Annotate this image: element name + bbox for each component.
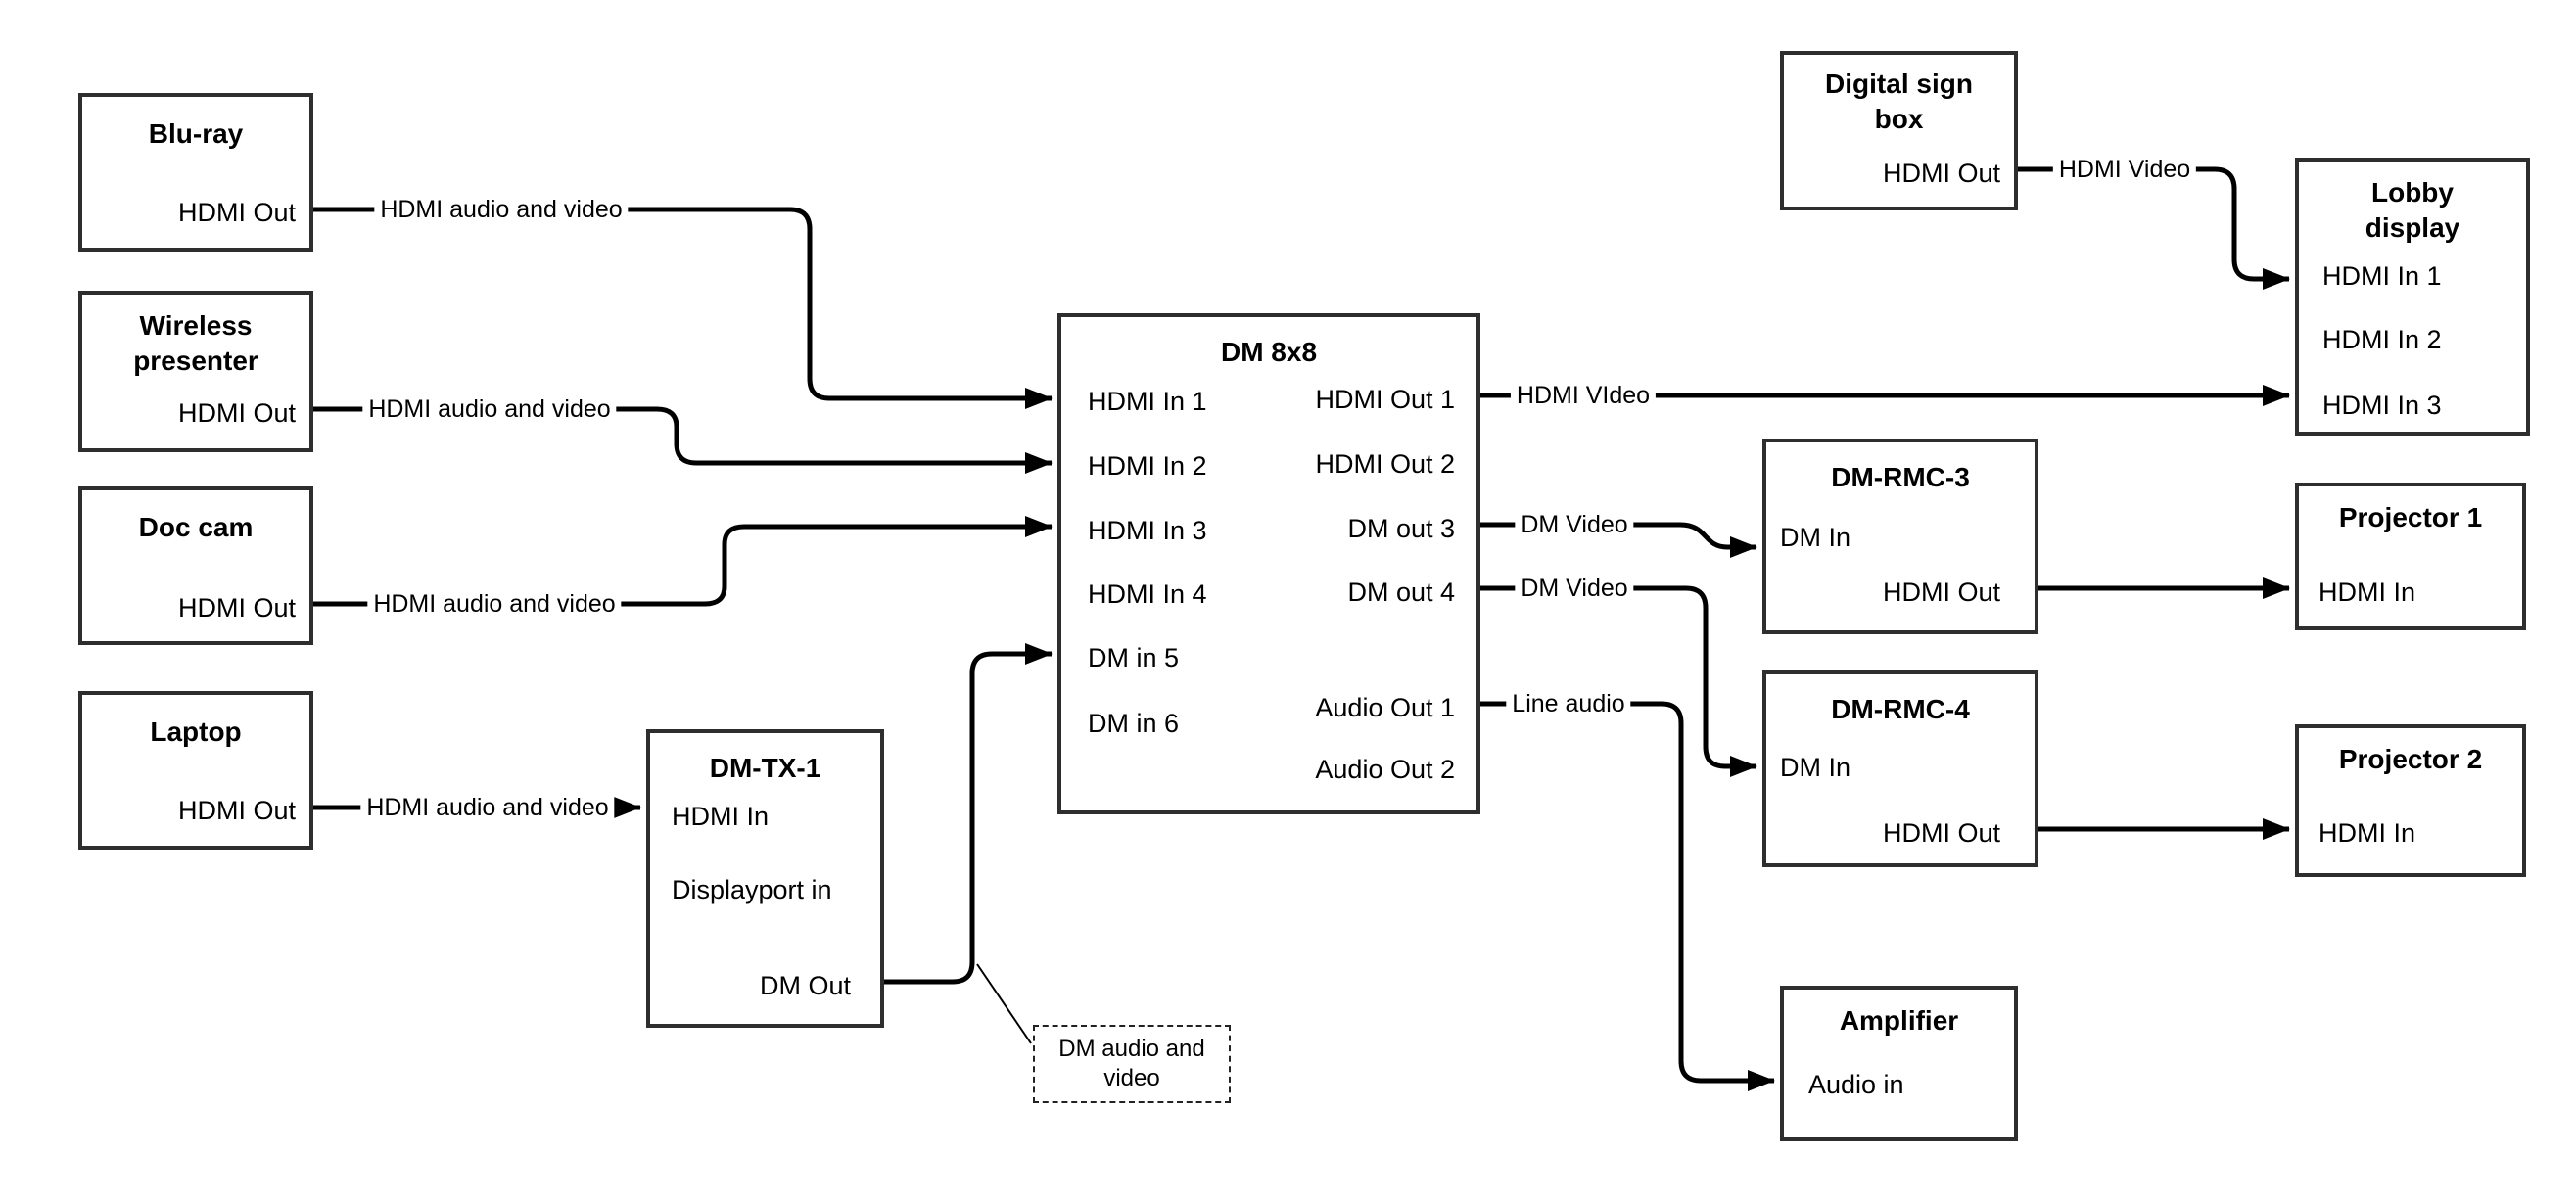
port-dm-in: DM In <box>1780 523 1851 552</box>
cable-label-laptop: HDMI audio and video <box>360 794 615 821</box>
port-hdmi-in: HDMI In <box>672 802 770 831</box>
port-hdmi-in: HDMI In <box>2318 818 2416 848</box>
wire-dm8x8-audio-out-1-to-amplifier <box>1480 701 1775 1091</box>
device-dm-rmc-4: DM-RMC-4 DM In HDMI Out <box>1762 670 2038 867</box>
device-title: Lobby display <box>2365 177 2460 243</box>
port-hdmi-out: HDMI Out <box>177 398 296 428</box>
port-hdmi-out-1: HDMI Out 1 <box>1315 385 1455 414</box>
cable-label-wireless: HDMI audio and video <box>362 395 617 423</box>
note-text: DM audio and video <box>1058 1036 1205 1091</box>
port-hdmi-out: HDMI Out <box>1882 577 2000 607</box>
device-title: DM-RMC-3 <box>1831 462 1970 492</box>
cable-label-audio-out-1: Line audio <box>1506 690 1631 717</box>
device-title: Blu-ray <box>148 118 244 149</box>
device-dm-8x8: DM 8x8 HDMI In 1 HDMI In 2 HDMI In 3 HDM… <box>1057 313 1480 814</box>
device-title: Doc cam <box>138 512 254 542</box>
port-dm-out-4: DM out 4 <box>1347 577 1455 607</box>
cable-label-bluray: HDMI audio and video <box>374 196 629 223</box>
port-hdmi-out: HDMI Out <box>177 593 296 623</box>
port-dm-out: DM Out <box>759 971 851 1000</box>
device-title: Projector 2 <box>2338 744 2483 774</box>
port-dm-in-6: DM in 6 <box>1088 709 1180 738</box>
device-title: Amplifier <box>1839 1005 1959 1036</box>
device-amplifier: Amplifier Audio in <box>1780 986 2018 1141</box>
wire-wireless-to-dm8x8-hdmi-in-2 <box>313 406 1053 474</box>
port-hdmi-in-2: HDMI In 2 <box>1088 451 1207 481</box>
port-hdmi-out-2: HDMI Out 2 <box>1315 449 1455 479</box>
wire-dmtx1-dmout-to-dm8x8-dm-in-5 <box>884 643 1053 985</box>
cable-label-hdmi-out-1: HDMI VIdeo <box>1510 382 1657 409</box>
port-hdmi-out: HDMI Out <box>1882 818 2000 848</box>
port-audio-out-1: Audio Out 1 <box>1315 693 1455 722</box>
port-hdmi-in-1: HDMI In 1 <box>1088 387 1207 416</box>
wire-digital-sign-to-lobby-hdmi-in-1 <box>2018 166 2290 290</box>
cable-label-doccam: HDMI audio and video <box>367 590 622 618</box>
port-hdmi-in-4: HDMI In 4 <box>1088 579 1207 609</box>
wire-dm8x8-dm-out-4-to-rmc4-dm-in <box>1480 585 1757 777</box>
port-hdmi-in: HDMI In <box>2318 577 2416 607</box>
device-doc-cam: Doc cam HDMI Out <box>78 486 313 645</box>
port-audio-in: Audio in <box>1808 1070 1904 1099</box>
cable-label-digital-sign: HDMI Video <box>2052 156 2197 183</box>
device-lobby-display: Lobby display HDMI In 1 HDMI In 2 HDMI I… <box>2295 158 2530 436</box>
port-audio-out-2: Audio Out 2 <box>1315 755 1455 784</box>
device-projector-2: Projector 2 HDMI In <box>2295 724 2526 877</box>
port-hdmi-in-3: HDMI In 3 <box>2322 391 2442 420</box>
device-title: DM-TX-1 <box>709 753 821 783</box>
port-hdmi-out: HDMI Out <box>177 198 296 227</box>
wire-bluray-to-dm8x8-hdmi-in-1 <box>313 207 1053 409</box>
port-hdmi-in-2: HDMI In 2 <box>2322 325 2442 354</box>
device-bluray: Blu-ray HDMI Out <box>78 93 313 252</box>
port-hdmi-out: HDMI Out <box>1882 159 2000 188</box>
note-leader-line <box>976 963 1032 1044</box>
wire-dm8x8-dm-out-3-to-rmc3-dm-in <box>1480 522 1757 558</box>
device-title: Laptop <box>150 716 242 747</box>
port-displayport-in: Displayport in <box>672 875 832 904</box>
device-digital-sign-box: Digital sign box HDMI Out <box>1780 51 2018 210</box>
device-title: DM-RMC-4 <box>1831 694 1970 724</box>
port-dm-in-5: DM in 5 <box>1088 643 1180 672</box>
port-hdmi-in-1: HDMI In 1 <box>2322 261 2442 291</box>
note-dm-audio-and-video: DM audio and video <box>1033 1025 1231 1103</box>
device-title: DM 8x8 <box>1220 337 1318 367</box>
port-dm-in: DM In <box>1780 753 1851 782</box>
device-wireless-presenter: Wireless presenter HDMI Out <box>78 291 313 452</box>
device-dm-rmc-3: DM-RMC-3 DM In HDMI Out <box>1762 439 2038 634</box>
port-hdmi-in-3: HDMI In 3 <box>1088 516 1207 545</box>
wire-doccam-to-dm8x8-hdmi-in-3 <box>313 516 1053 607</box>
device-title: Wireless presenter <box>133 310 258 376</box>
port-dm-out-3: DM out 3 <box>1347 514 1455 543</box>
device-title: Digital sign box <box>1825 69 1973 134</box>
device-projector-1: Projector 1 HDMI In <box>2295 483 2526 630</box>
device-laptop: Laptop HDMI Out <box>78 691 313 850</box>
cable-label-dm-out-4: DM Video <box>1515 575 1634 602</box>
cable-label-dm-out-3: DM Video <box>1515 511 1634 538</box>
port-hdmi-out: HDMI Out <box>177 796 296 825</box>
device-title: Projector 1 <box>2338 502 2483 532</box>
device-dm-tx-1: DM-TX-1 HDMI In Displayport in DM Out <box>646 729 884 1028</box>
